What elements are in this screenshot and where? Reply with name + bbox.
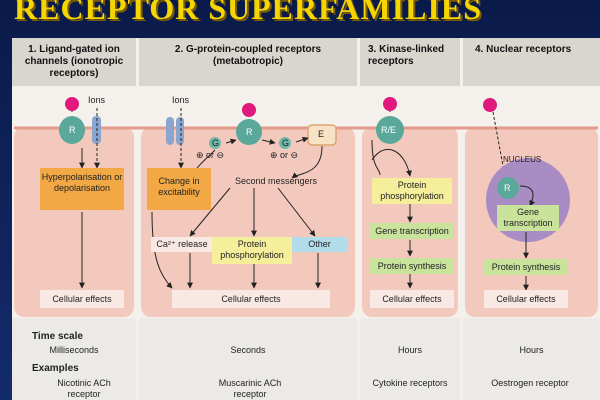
example-value: Oestrogen receptor xyxy=(491,378,569,388)
ion-channel-receptor xyxy=(59,97,101,169)
protein-phosphorylation-box: Protein phosphorylation xyxy=(372,178,452,204)
slide-title: RECEPTOR SUPERFAMILIES xyxy=(14,0,482,26)
time-scale-value: Seconds xyxy=(230,345,266,355)
cellular-effects-box: Cellular effects xyxy=(370,290,454,308)
g-protein-label: G xyxy=(212,138,220,148)
plus-minus-label: ⊕ or ⊖ xyxy=(270,150,299,160)
cellular-effects-box: Cellular effects xyxy=(172,290,330,308)
ca-release-box: Ca²⁺ release xyxy=(151,237,213,252)
column-separator xyxy=(460,38,463,400)
ions-label: Ions xyxy=(172,95,190,105)
column-header-kinase-linked: 3. Kinase-linked receptors xyxy=(360,38,460,86)
g-protein-receptor xyxy=(151,103,337,289)
example-value: Cytokine receptors xyxy=(372,378,448,388)
column-header-nuclear: 4. Nuclear receptors xyxy=(463,38,600,86)
effector-label: E xyxy=(318,129,325,139)
examples-heading: Examples xyxy=(32,363,79,374)
protein-synthesis-box: Protein synthesis xyxy=(484,259,568,275)
receptor-label: R/E xyxy=(381,125,397,135)
cellular-effects-box: Cellular effects xyxy=(40,290,124,308)
gene-transcription-box: Gene transcription xyxy=(370,223,454,239)
info-row-cell xyxy=(360,318,460,400)
column-header-ligand-gated: 1. Ligand-gated ion channels (ionotropic… xyxy=(12,38,136,86)
info-row-cell xyxy=(12,318,136,400)
ions-label: Ions xyxy=(88,95,106,105)
kinase-linked-receptor xyxy=(371,97,413,289)
cell-interior-band xyxy=(14,127,134,317)
time-scale-value: Milliseconds xyxy=(49,345,99,355)
column-header-g-protein: 2. G-protein-coupled receptors (metabotr… xyxy=(139,38,357,86)
second-messengers-label: Second messengers xyxy=(235,176,318,186)
time-scale-heading: Time scale xyxy=(32,331,83,342)
plus-minus-label: ⊕ or ⊖ xyxy=(196,150,225,160)
change-excitability-box: Change in excitability xyxy=(147,168,211,210)
nucleus-label: NUCLEUS xyxy=(503,155,542,164)
other-box: Other xyxy=(292,237,347,252)
example-value: Muscarinic ACh receptor xyxy=(218,378,282,399)
protein-phosphorylation-box: Protein phosphorylation xyxy=(212,237,292,264)
column-separator xyxy=(357,38,360,400)
receptor-label: R xyxy=(504,183,511,193)
example-value: Nicotinic ACh receptor xyxy=(57,378,111,399)
receptor-label: R xyxy=(69,125,76,135)
cellular-effects-box: Cellular effects xyxy=(484,290,568,308)
info-row-cell xyxy=(139,318,357,400)
gene-transcription-box: Gene transcription xyxy=(497,205,559,231)
info-row-cell xyxy=(463,318,600,400)
hyperpolarisation-box: Hyperpolarisation or depolarisation xyxy=(40,168,124,210)
g-protein-label: G xyxy=(282,138,290,148)
time-scale-value: Hours xyxy=(519,345,544,355)
column-separator xyxy=(136,38,139,400)
receptor-label: R xyxy=(246,127,253,137)
time-scale-value: Hours xyxy=(397,345,422,355)
protein-synthesis-box: Protein synthesis xyxy=(370,258,454,274)
